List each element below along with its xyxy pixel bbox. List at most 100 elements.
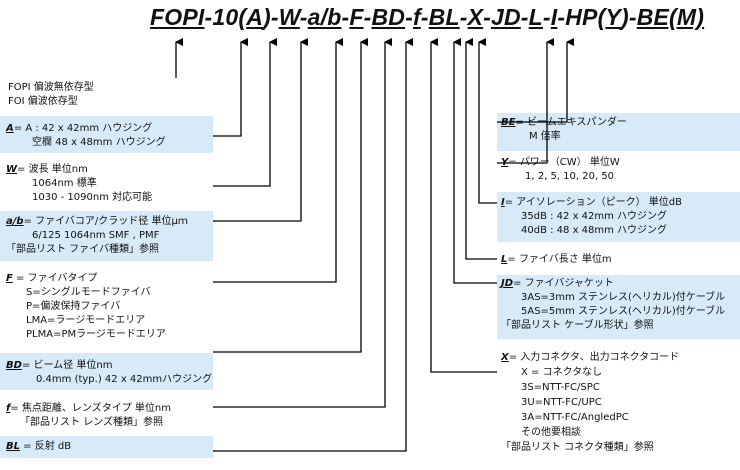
legend-line: FOI 偏波依存型 bbox=[8, 96, 78, 107]
code-be: BE(M) bbox=[636, 4, 705, 30]
code-sep: - bbox=[483, 4, 491, 30]
connector-y bbox=[497, 38, 554, 164]
code-bl: BL bbox=[428, 4, 460, 30]
legend-bl: BL = 反射 dB bbox=[6, 440, 71, 454]
highlight-box-ab bbox=[0, 211, 213, 261]
legend-line: 6/125 1064nm SMF , PMF bbox=[32, 230, 160, 241]
legend-x: X= 入力コネクタ、出力コネクタコード X = コネクタなし 3S=NTT-FC… bbox=[501, 350, 679, 455]
legend-key: I bbox=[501, 197, 505, 208]
code-bd: BD bbox=[371, 4, 406, 30]
legend-line: 3S=NTT-FC/SPC bbox=[521, 382, 600, 393]
legend-key: W bbox=[6, 164, 18, 175]
connector-i bbox=[478, 38, 497, 204]
legend-line: 反射 dB bbox=[34, 441, 72, 452]
legend-l: L= ファイバ長さ 単位m bbox=[501, 253, 612, 267]
legend-line: FOPI 偏波無依存型 bbox=[8, 82, 94, 93]
code-sep: - bbox=[459, 4, 468, 30]
code-sep: - bbox=[341, 4, 350, 30]
legend-line: 0.4mm (typ.) 42 x 42mmハウジング bbox=[36, 374, 213, 385]
legend-eq: = bbox=[12, 273, 28, 284]
highlight-box-be bbox=[497, 113, 740, 151]
legend-line: ファイバタイプ bbox=[27, 273, 98, 284]
code-f-upper: F bbox=[349, 4, 364, 30]
legend-line: 1064nm 標準 bbox=[32, 178, 97, 189]
legend-line: 「部品リスト ファイバ種類」参照 bbox=[6, 244, 159, 255]
code-sep: - bbox=[299, 4, 308, 30]
legend-w: W= 波長 単位nm 1064nm 標準 1030 - 1090nm 対応可能 bbox=[6, 163, 152, 205]
legend-line: 1, 2, 5, 10, 20, 50 bbox=[525, 171, 615, 182]
legend-ab: a/b= ファイバコア/クラッド径 単位μｍ 6/125 1064nm SMF … bbox=[6, 215, 188, 257]
legend-y: Y= パワー（CW） 単位W 1, 2, 5, 10, 20, 50 bbox=[501, 156, 620, 184]
code-fopi: FOPI bbox=[150, 4, 205, 30]
legend-line: 「部品リスト ケーブル形状」参照 bbox=[501, 320, 654, 331]
legend-a: A= A : 42 x 42mm ハウジング 空欄 48 x 48mm ハウジン… bbox=[6, 122, 166, 150]
legend-line: PLMA=PMラージモードエリア bbox=[26, 329, 166, 340]
legend-key: BD bbox=[6, 360, 22, 371]
legend-line: ファイバ長さ 単位m bbox=[518, 254, 612, 265]
legend-line: 空欄 48 x 48mm ハウジング bbox=[32, 137, 166, 148]
highlight-box-i bbox=[497, 192, 740, 242]
legend-eq: = bbox=[515, 117, 528, 128]
legend-line: ファイバコア/クラッド径 単位μｍ bbox=[35, 216, 188, 227]
connector-l bbox=[465, 38, 497, 260]
legend-eq: = bbox=[504, 197, 517, 208]
legend-line: 35dB : 42 x 42mm ハウジング bbox=[521, 211, 668, 222]
connector-bd bbox=[213, 38, 368, 353]
legend-line: 波長 単位nm bbox=[28, 164, 88, 175]
legend-eq: = bbox=[21, 360, 34, 371]
legend-line: M 倍率 bbox=[529, 131, 561, 142]
legend-key: a/b bbox=[6, 216, 24, 227]
legend-eq: = bbox=[507, 254, 519, 265]
code-i: I bbox=[550, 4, 558, 30]
legend-line: 「部品リスト レンズ種類」参照 bbox=[20, 417, 163, 428]
legend-eq: = bbox=[13, 123, 26, 134]
legend-eq: = bbox=[20, 441, 35, 452]
code-sep: )- bbox=[620, 4, 637, 30]
legend-eq: = bbox=[10, 403, 22, 414]
code-y: Y bbox=[605, 4, 621, 30]
legend-key: A bbox=[6, 123, 14, 134]
legend-line: 3AS=3mm ステンレス(ヘリカル)付ケーブル bbox=[521, 292, 726, 303]
product-code: FOPI-10(A)-W-a/b-F-BD-f-BL-X-JD-L-I-HP(Y… bbox=[150, 4, 704, 31]
legend-key: BL bbox=[6, 441, 20, 452]
legend-line: 3A=NTT-FC/AngledPC bbox=[521, 412, 629, 423]
legend-i: I= アイソレーション（ピーク） 単位dB 35dB : 42 x 42mm ハ… bbox=[501, 196, 682, 238]
code-sep: - bbox=[363, 4, 372, 30]
legend-line: パワー（CW） 単位W bbox=[519, 157, 620, 168]
highlight-box-bl bbox=[0, 436, 213, 458]
legend-line: 「部品リスト コネクタ種類」参照 bbox=[501, 442, 654, 453]
legend-line: その他要相談 bbox=[521, 427, 581, 438]
legend-line: 40dB : 48 x 48mm ハウジング bbox=[521, 225, 668, 236]
connector-f-lower bbox=[213, 38, 392, 408]
legend-line: 3U=NTT-FC/UPC bbox=[521, 397, 602, 408]
code-sep: -10( bbox=[204, 4, 247, 30]
legend-line: ビーム径 単位nm bbox=[33, 360, 113, 371]
legend-eq: = bbox=[23, 216, 36, 227]
code-f-lower: f bbox=[412, 4, 421, 30]
connector-bl bbox=[213, 38, 413, 452]
legend-f-lower: f= 焦点距離、レンズタイプ 単位nm 「部品リスト レンズ種類」参照 bbox=[6, 402, 171, 430]
legend-eq: = bbox=[508, 352, 521, 363]
connector-jd bbox=[453, 38, 497, 284]
legend-key: L bbox=[501, 254, 508, 265]
legend-bd: BD= ビーム径 単位nm 0.4mm (typ.) 42 x 42mmハウジン… bbox=[6, 359, 212, 387]
legend-line: 5AS=5mm ステンレス(ヘリカル)付ケーブル bbox=[521, 306, 726, 317]
legend-line: 入力コネクタ、出力コネクタコード bbox=[520, 352, 680, 363]
connector-a bbox=[213, 38, 248, 137]
legend-line: 焦点距離、レンズタイプ 単位nm bbox=[21, 403, 171, 414]
code-a: A bbox=[246, 4, 263, 30]
legend-eq: = bbox=[17, 164, 29, 175]
legend-line: ビームエキスパンダー bbox=[527, 117, 627, 128]
legend-line: LMA=ラージモードエリア bbox=[26, 315, 146, 326]
highlight-box-a bbox=[0, 116, 213, 153]
legend-line: S=シングルモードファイバ bbox=[26, 287, 151, 298]
legend-line: A : 42 x 42mm ハウジング bbox=[25, 123, 153, 134]
legend-be: BE= ビームエキスパンダー M 倍率 bbox=[501, 116, 627, 144]
code-ab: a/b bbox=[307, 4, 342, 30]
legend-line: ファイバジャケット bbox=[524, 278, 614, 289]
connector-ab bbox=[213, 38, 308, 222]
code-x: X bbox=[467, 4, 484, 30]
legend-line: X = コネクタなし bbox=[521, 367, 603, 378]
code-l: L bbox=[528, 4, 543, 30]
